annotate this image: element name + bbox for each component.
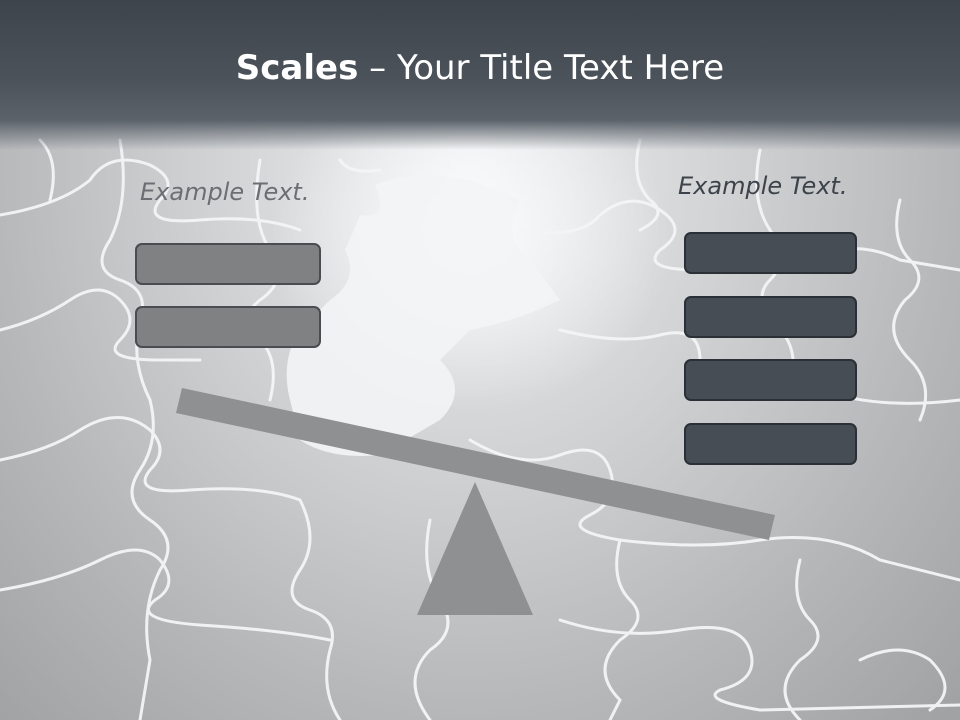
right-box-4 bbox=[684, 423, 857, 465]
right-box-1 bbox=[684, 232, 857, 274]
right-box-3 bbox=[684, 359, 857, 401]
left-box-2 bbox=[135, 306, 321, 348]
title-bar: Scales – Your Title Text Here bbox=[0, 0, 960, 150]
left-example-text: Example Text. bbox=[140, 178, 310, 206]
right-box-2 bbox=[684, 296, 857, 338]
title-rest: – Your Title Text Here bbox=[358, 48, 725, 88]
scale-fulcrum bbox=[417, 482, 533, 615]
right-example-text: Example Text. bbox=[678, 172, 848, 200]
slide-title: Scales – Your Title Text Here bbox=[0, 48, 960, 88]
left-box-1 bbox=[135, 243, 321, 285]
title-bold: Scales bbox=[235, 48, 359, 88]
scale-beam bbox=[176, 388, 775, 540]
